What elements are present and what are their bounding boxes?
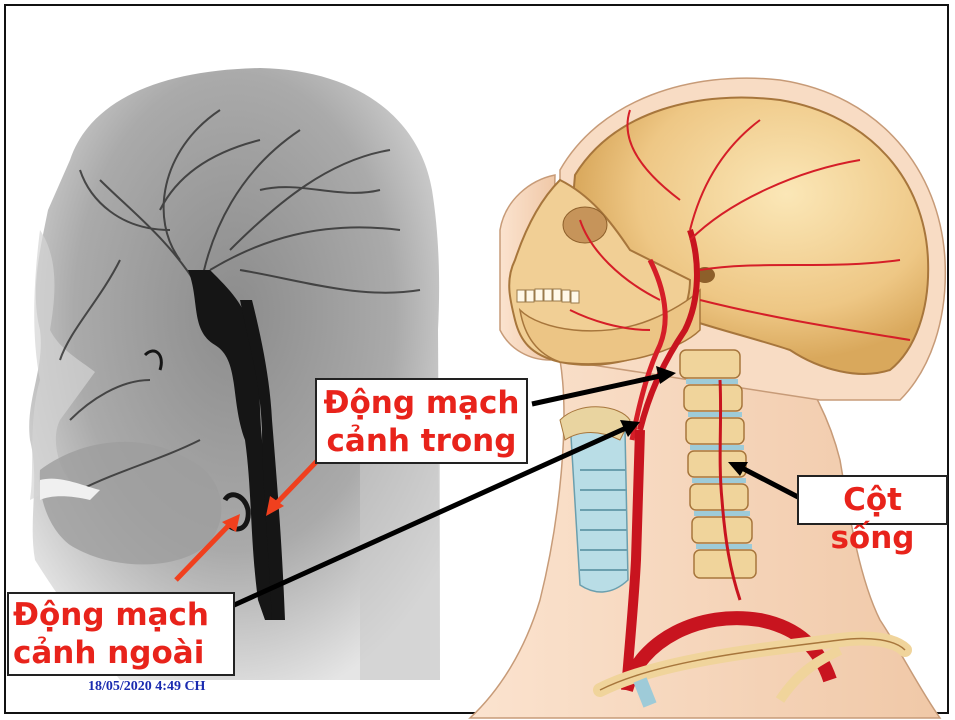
label-internal-carotid-line1: Động mạch — [317, 384, 526, 422]
label-external-carotid-line1: Động mạch — [13, 596, 233, 634]
label-spine-text: Cột sống — [799, 481, 946, 557]
label-spine: Cột sống — [797, 475, 948, 525]
label-internal-carotid-line2: cảnh trong — [317, 422, 526, 460]
slide-date: 18/05/2020 4:49 CH — [88, 679, 205, 695]
anatomy-image — [470, 78, 945, 718]
angiogram-image — [20, 60, 450, 680]
label-external-carotid-line2: cảnh ngoài — [13, 634, 233, 672]
label-external-carotid: Động mạch cảnh ngoài — [7, 592, 235, 676]
label-internal-carotid: Động mạch cảnh trong — [315, 378, 528, 464]
